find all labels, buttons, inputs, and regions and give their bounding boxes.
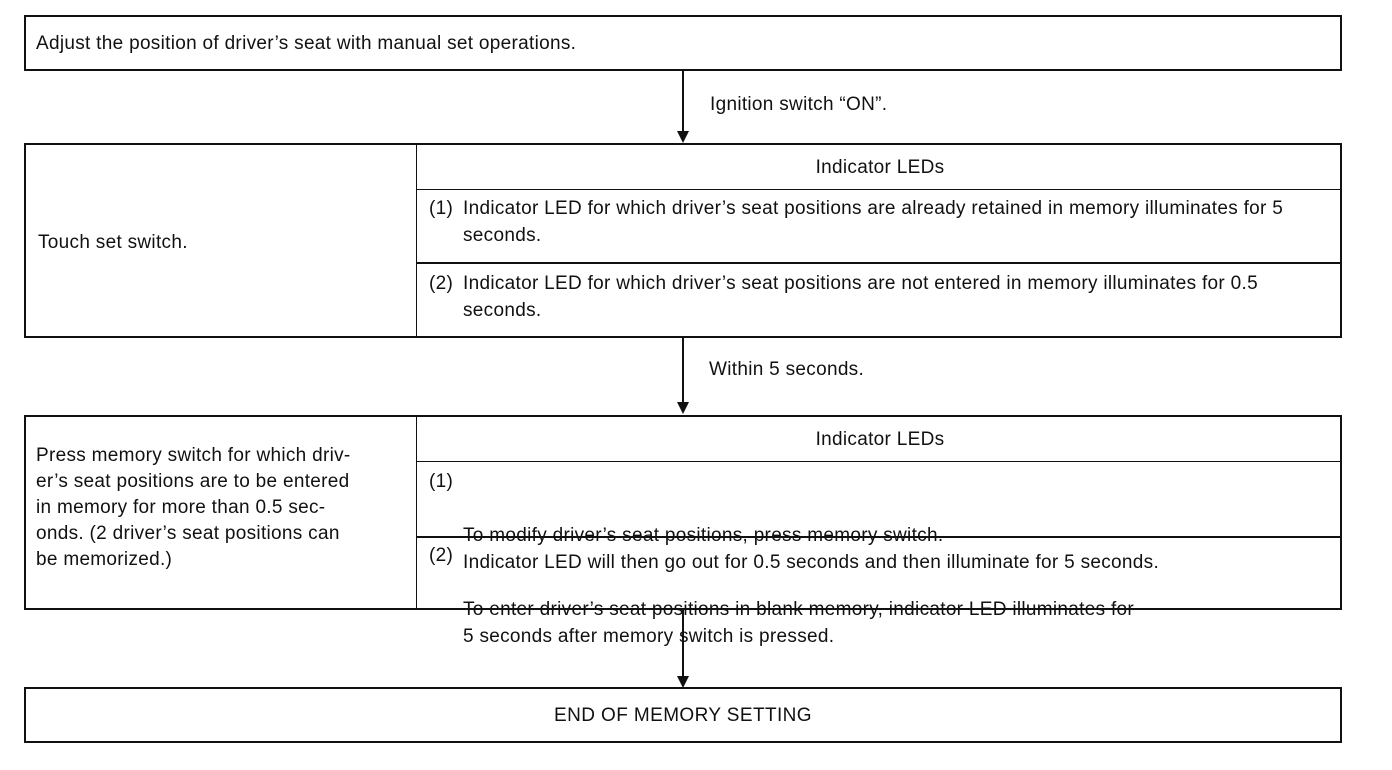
step2-item-1-text: Indicator LED for which driver’s seat po… [463,198,1284,246]
flow-arrow-2 [682,338,684,404]
step-press-memory-text: Press memory switch for which driv- er’s… [36,445,351,570]
step3-item-1: (1) To modify driver’s seat positions, p… [429,468,1334,603]
flow-arrowhead-3 [677,676,689,688]
step-adjust-seat-box: Adjust the position of driver’s seat wit… [24,15,1342,71]
step3-divider-vertical [416,417,417,608]
step2-item-divider [417,262,1341,264]
step2-divider-vertical [416,145,417,336]
arrow-label-ignition: Ignition switch “ON”. [710,94,888,115]
step3-header-divider [417,461,1341,462]
step3-item-divider [417,536,1341,538]
step-end-text: END OF MEMORY SETTING [554,705,812,726]
flow-arrow-3 [682,610,684,678]
step3-item-1-text: To modify driver’s seat positions, press… [463,525,1160,573]
step3-item-2: (2) To enter driver’s seat positions in … [429,542,1334,677]
step2-item-2-text: Indicator LED for which driver’s seat po… [463,273,1258,321]
step-touch-set-text: Touch set switch. [38,232,188,253]
flow-arrowhead-1 [677,131,689,143]
step2-item-1: (1) Indicator LED for which driver’s sea… [429,195,1329,249]
step-adjust-seat-text: Adjust the position of driver’s seat wit… [36,33,577,54]
step2-item-2: (2) Indicator LED for which driver’s sea… [429,270,1334,324]
arrow-label-within-5-seconds: Within 5 seconds. [709,359,865,380]
step3-item-2-num: (2) [429,545,454,566]
step2-item-2-num: (2) [429,273,454,294]
step2-header-divider [417,189,1341,190]
step-touch-set-box: Touch set switch. Indicator LEDs (1) Ind… [24,143,1342,338]
flow-arrow-1 [682,71,684,133]
step3-indicator-header: Indicator LEDs [815,429,945,450]
step2-indicator-header: Indicator LEDs [815,157,945,178]
step3-item-2-text: To enter driver’s seat positions in blan… [463,599,1135,647]
flow-arrowhead-2 [677,402,689,414]
step2-item-1-num: (1) [429,198,454,219]
step3-item-1-num: (1) [429,471,454,492]
step-end-box: END OF MEMORY SETTING [24,687,1342,743]
step-press-memory-box: Press memory switch for which driv- er’s… [24,415,1342,647]
